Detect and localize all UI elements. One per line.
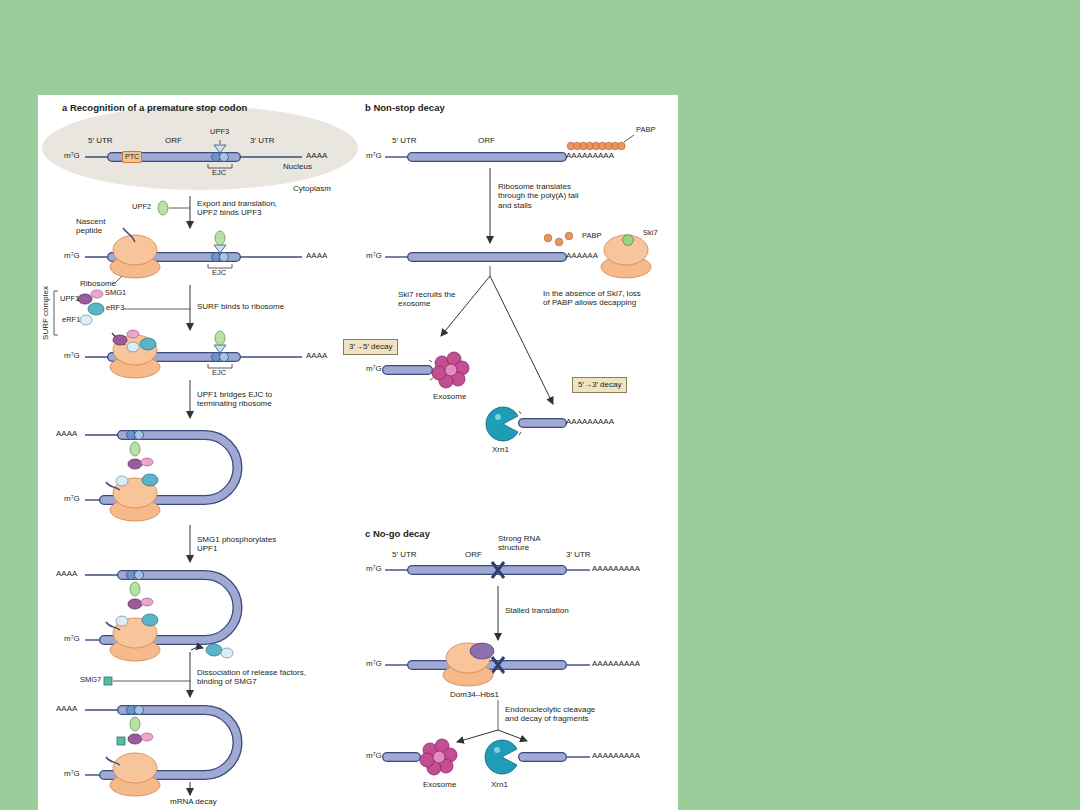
protein-label: eRF3: [106, 304, 124, 313]
part-label: mRNA decay: [170, 797, 217, 806]
decay-box: 5′→3′ decay: [572, 377, 627, 393]
part-label: ORF: [165, 136, 182, 145]
part-label: AAAAAAAAA: [592, 659, 640, 668]
protein-label: eRF1: [62, 316, 80, 325]
protein-label: PABP: [582, 232, 601, 241]
part-label: Export and translation, UPF2 binds UPF3: [197, 199, 297, 218]
part-label: Stalled translation: [505, 606, 569, 615]
part-label: AAAA: [56, 429, 77, 438]
part-label: Exosome: [423, 780, 456, 789]
part-label: AAAAAAAAA: [592, 564, 640, 573]
part-label: Endonucleolytic cleavage and decay of fr…: [505, 705, 605, 724]
part-label: AAAAAAAAA: [566, 151, 614, 160]
part-label: Cytoplasm: [293, 184, 331, 193]
part-label: 5′ UTR: [88, 136, 113, 145]
part-label: AAAA: [306, 251, 327, 260]
protein-label: UPF2: [132, 203, 151, 212]
protein-label: SMG1: [105, 289, 126, 298]
part-label: m⁷G: [64, 494, 80, 503]
part-label: AAAAAAAAA: [592, 751, 640, 760]
part-label: Nucleus: [283, 162, 312, 171]
protein-label: PABP: [636, 126, 655, 135]
node-text: 5′→3′ decay: [578, 380, 621, 390]
part-label: Strong RNA structure: [498, 534, 548, 553]
protein-label: UPF1: [60, 295, 79, 304]
part-label: UPF1 bridges EJC to terminating ribosome: [197, 390, 289, 409]
part-label: AAAAAAAAA: [566, 417, 614, 426]
panel-title: a Recognition of a premature stop codon: [62, 102, 247, 113]
part-label: m⁷G: [64, 634, 80, 643]
part-label: AAAA: [56, 569, 77, 578]
part-label: 3′ UTR: [250, 136, 275, 145]
part-label: AAAA: [306, 351, 327, 360]
part-label: Ski7 recruits the exosome: [398, 290, 456, 309]
part-label: m⁷G: [64, 769, 80, 778]
part-label: m⁷G: [64, 251, 80, 260]
ptc-box: PTC: [122, 151, 142, 163]
part-label: Dissociation of release factors, binding…: [197, 668, 325, 687]
part-label: Ribosome translates through the poly(A) …: [498, 182, 594, 210]
protein-label: EJC: [212, 169, 226, 178]
part-label: Nascent peptide: [76, 217, 112, 236]
part-label: m⁷G: [366, 251, 382, 260]
part-label: m⁷G: [64, 151, 80, 160]
part-label: AAAAAA: [566, 251, 598, 260]
part-label: m⁷G: [366, 364, 382, 373]
panel-title: c No-go decay: [365, 528, 430, 539]
protein-label: SMG7: [80, 676, 101, 685]
bracket-label: SURF complex: [41, 286, 50, 340]
part-label: AAAA: [56, 704, 77, 713]
part-label: AAAA: [306, 151, 327, 160]
node-text: PTC: [125, 153, 139, 161]
part-label: Ribosome: [80, 279, 116, 288]
part-label: SMG1 phosphorylates UPF1: [197, 535, 283, 554]
part-label: m⁷G: [64, 351, 80, 360]
part-label: Dom34–Hbs1: [450, 690, 499, 699]
part-label: m⁷G: [366, 751, 382, 760]
part-label: SURF binds to ribosome: [197, 302, 284, 311]
panel-title: b Non-stop decay: [365, 102, 445, 113]
protein-label: UPF3: [210, 128, 229, 137]
part-label: ORF: [465, 550, 482, 559]
part-label: 5′ UTR: [392, 136, 417, 145]
decay-box: 3′→5′ decay: [343, 339, 398, 355]
protein-label: EJC: [212, 269, 226, 278]
part-label: m⁷G: [366, 564, 382, 573]
part-label: m⁷G: [366, 659, 382, 668]
part-label: m⁷G: [366, 151, 382, 160]
protein-label: EJC: [212, 369, 226, 378]
protein-label: Ski7: [643, 229, 658, 238]
node-text: 3′→5′ decay: [349, 342, 392, 352]
part-label: ORF: [478, 136, 495, 145]
part-label: Xrn1: [491, 780, 508, 789]
part-label: Xrn1: [492, 445, 509, 454]
part-label: Exosome: [433, 392, 466, 401]
part-label: 5′ UTR: [392, 550, 417, 559]
part-label: 3′ UTR: [566, 550, 591, 559]
part-label: In the absence of Ski7, loss of PABP all…: [543, 289, 643, 308]
